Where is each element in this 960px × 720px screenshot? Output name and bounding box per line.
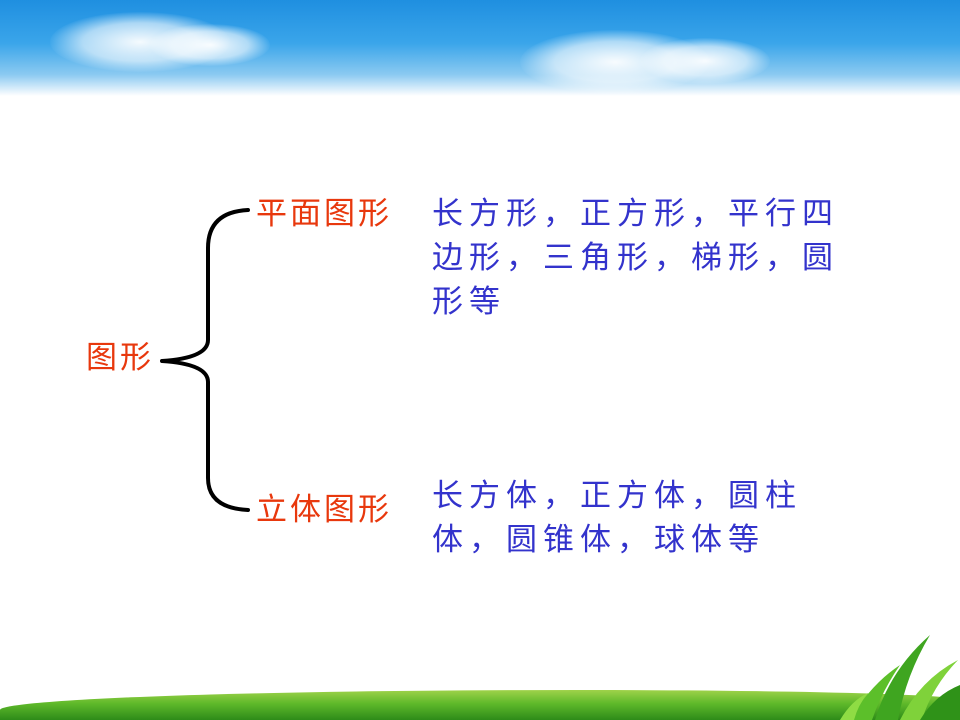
brace-connector xyxy=(160,208,250,512)
branch-label-solid: 立体图形 xyxy=(256,492,392,528)
cloud-shape xyxy=(150,24,270,66)
grass-ground xyxy=(0,690,960,720)
cloud-shape xyxy=(640,38,770,84)
branch-description-plane: 长方形，正方形，平行四边形，三角形，梯形，圆形等 xyxy=(432,196,839,320)
sky-background xyxy=(0,0,960,96)
grass-blades xyxy=(840,635,960,720)
root-label: 图形 xyxy=(86,340,154,376)
branch-label-plane: 平面图形 xyxy=(256,196,392,232)
branch-description-solid: 长方体，正方体，圆柱体，圆锥体，球体等 xyxy=(432,478,802,558)
